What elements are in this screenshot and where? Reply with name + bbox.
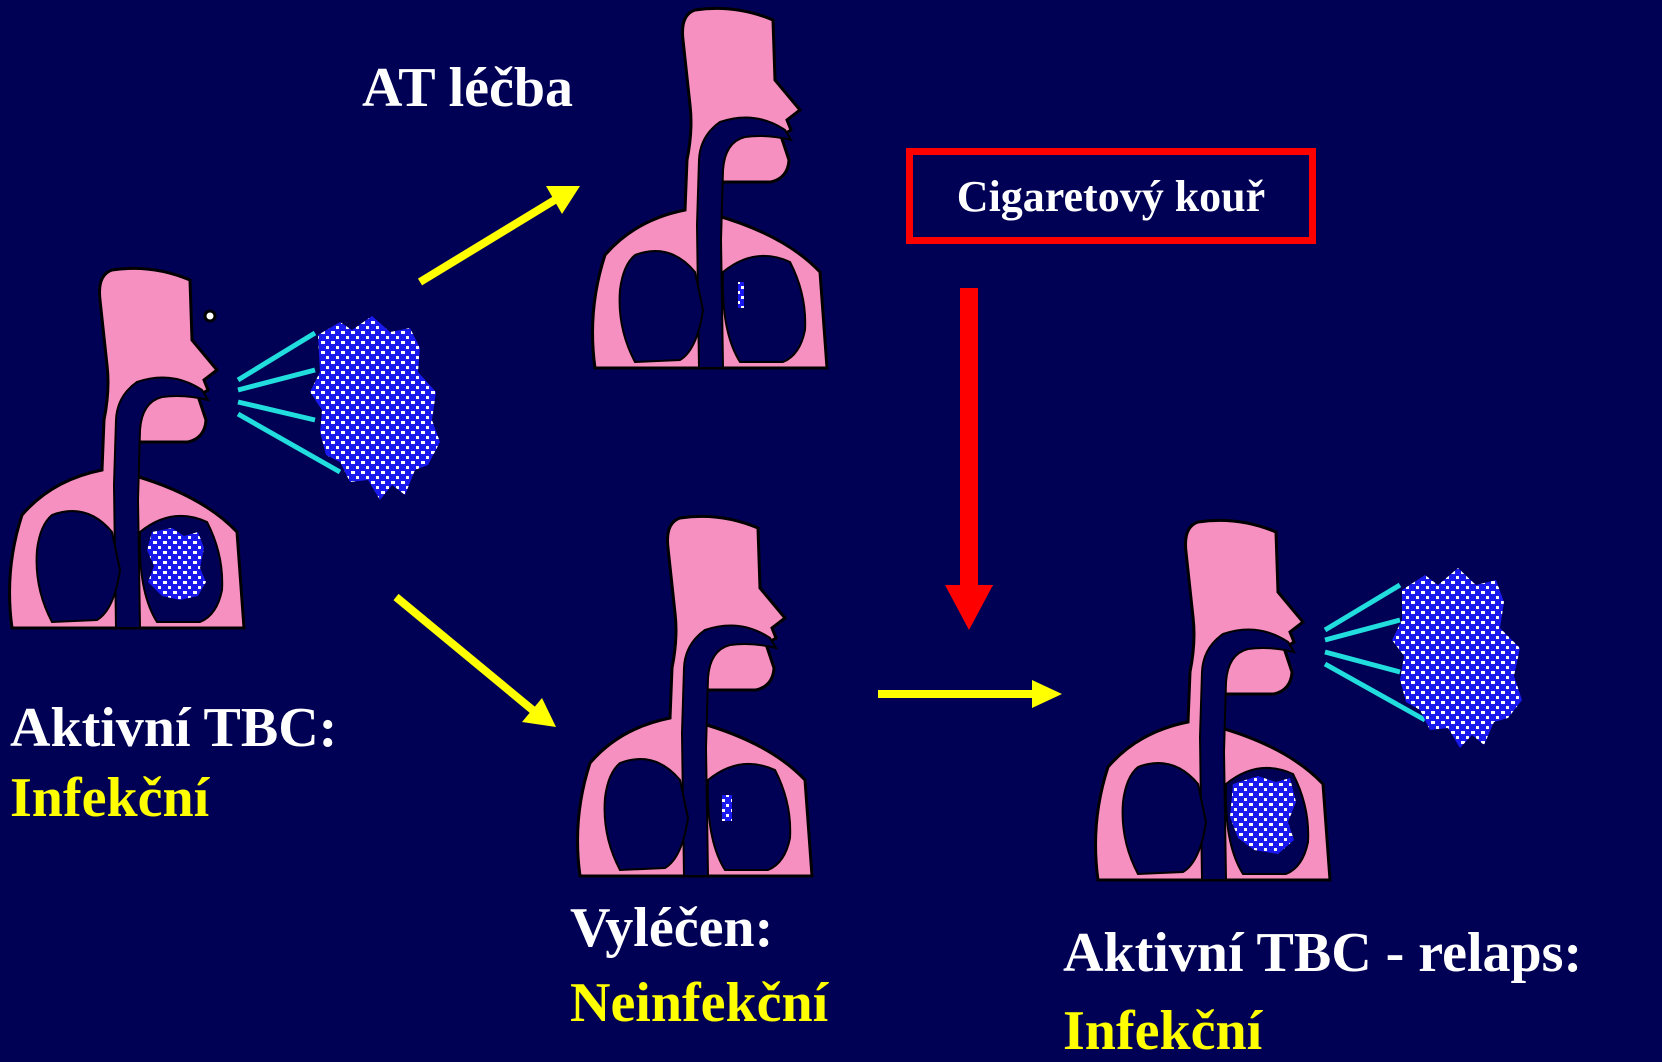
relapse-status: Infekční	[1063, 1003, 1262, 1059]
person-treatment	[593, 8, 827, 368]
person-cured	[578, 516, 812, 876]
person-relapse	[1096, 520, 1330, 880]
relapse-title: Aktivní TBC - relaps:	[1063, 925, 1582, 981]
arrow-to-relapse	[878, 680, 1062, 708]
bacteria-cloud-2	[1392, 568, 1522, 748]
smoke-box: Cigaretový kouř	[906, 148, 1316, 244]
smoke-label: Cigaretový kouř	[957, 171, 1265, 222]
treatment-label: AT léčba	[362, 60, 573, 116]
cured-status: Neinfekční	[570, 975, 828, 1031]
arrow-smoke-effect	[945, 288, 993, 630]
person-active-tbc	[10, 268, 244, 628]
active-title: Aktivní TBC:	[10, 700, 337, 756]
bacteria-cloud-1	[310, 316, 440, 500]
lung-residual-dots	[722, 795, 732, 821]
lung-residual-dots	[738, 282, 744, 308]
cured-title: Vyléčen:	[570, 900, 773, 956]
active-status: Infekční	[10, 770, 209, 826]
arrow-to-treatment	[420, 186, 580, 282]
lung-infection	[147, 528, 206, 600]
arrow-to-cured	[396, 597, 556, 727]
eye-icon	[205, 311, 215, 321]
